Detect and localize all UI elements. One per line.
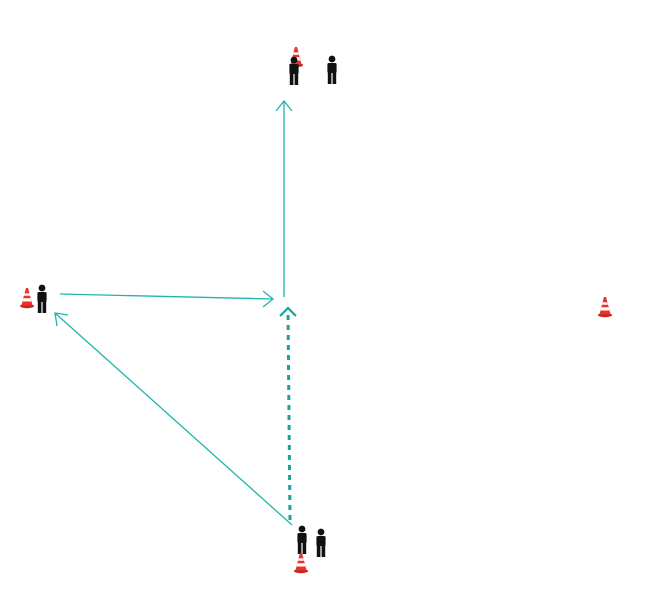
movement-paths xyxy=(54,99,297,526)
traffic-cone-icon xyxy=(598,297,612,318)
bottom-station xyxy=(294,525,326,574)
run-up-head xyxy=(275,99,293,112)
pass-arrow-head xyxy=(54,312,69,327)
player-icon xyxy=(289,56,299,85)
traffic-cone-icon xyxy=(294,553,308,574)
player-icon xyxy=(37,284,47,313)
top-station xyxy=(289,47,337,85)
left-station xyxy=(20,284,47,313)
player-icon xyxy=(327,55,337,84)
right-station xyxy=(598,297,612,318)
player-icon xyxy=(316,528,326,557)
player-icon xyxy=(297,525,307,554)
pass-to-center-head xyxy=(262,290,275,308)
dribble-head xyxy=(279,306,297,317)
pass-to-center-line xyxy=(59,293,274,300)
pass-arrow-line xyxy=(54,312,293,526)
dribble-line xyxy=(286,311,292,521)
traffic-cone-icon xyxy=(20,288,34,309)
